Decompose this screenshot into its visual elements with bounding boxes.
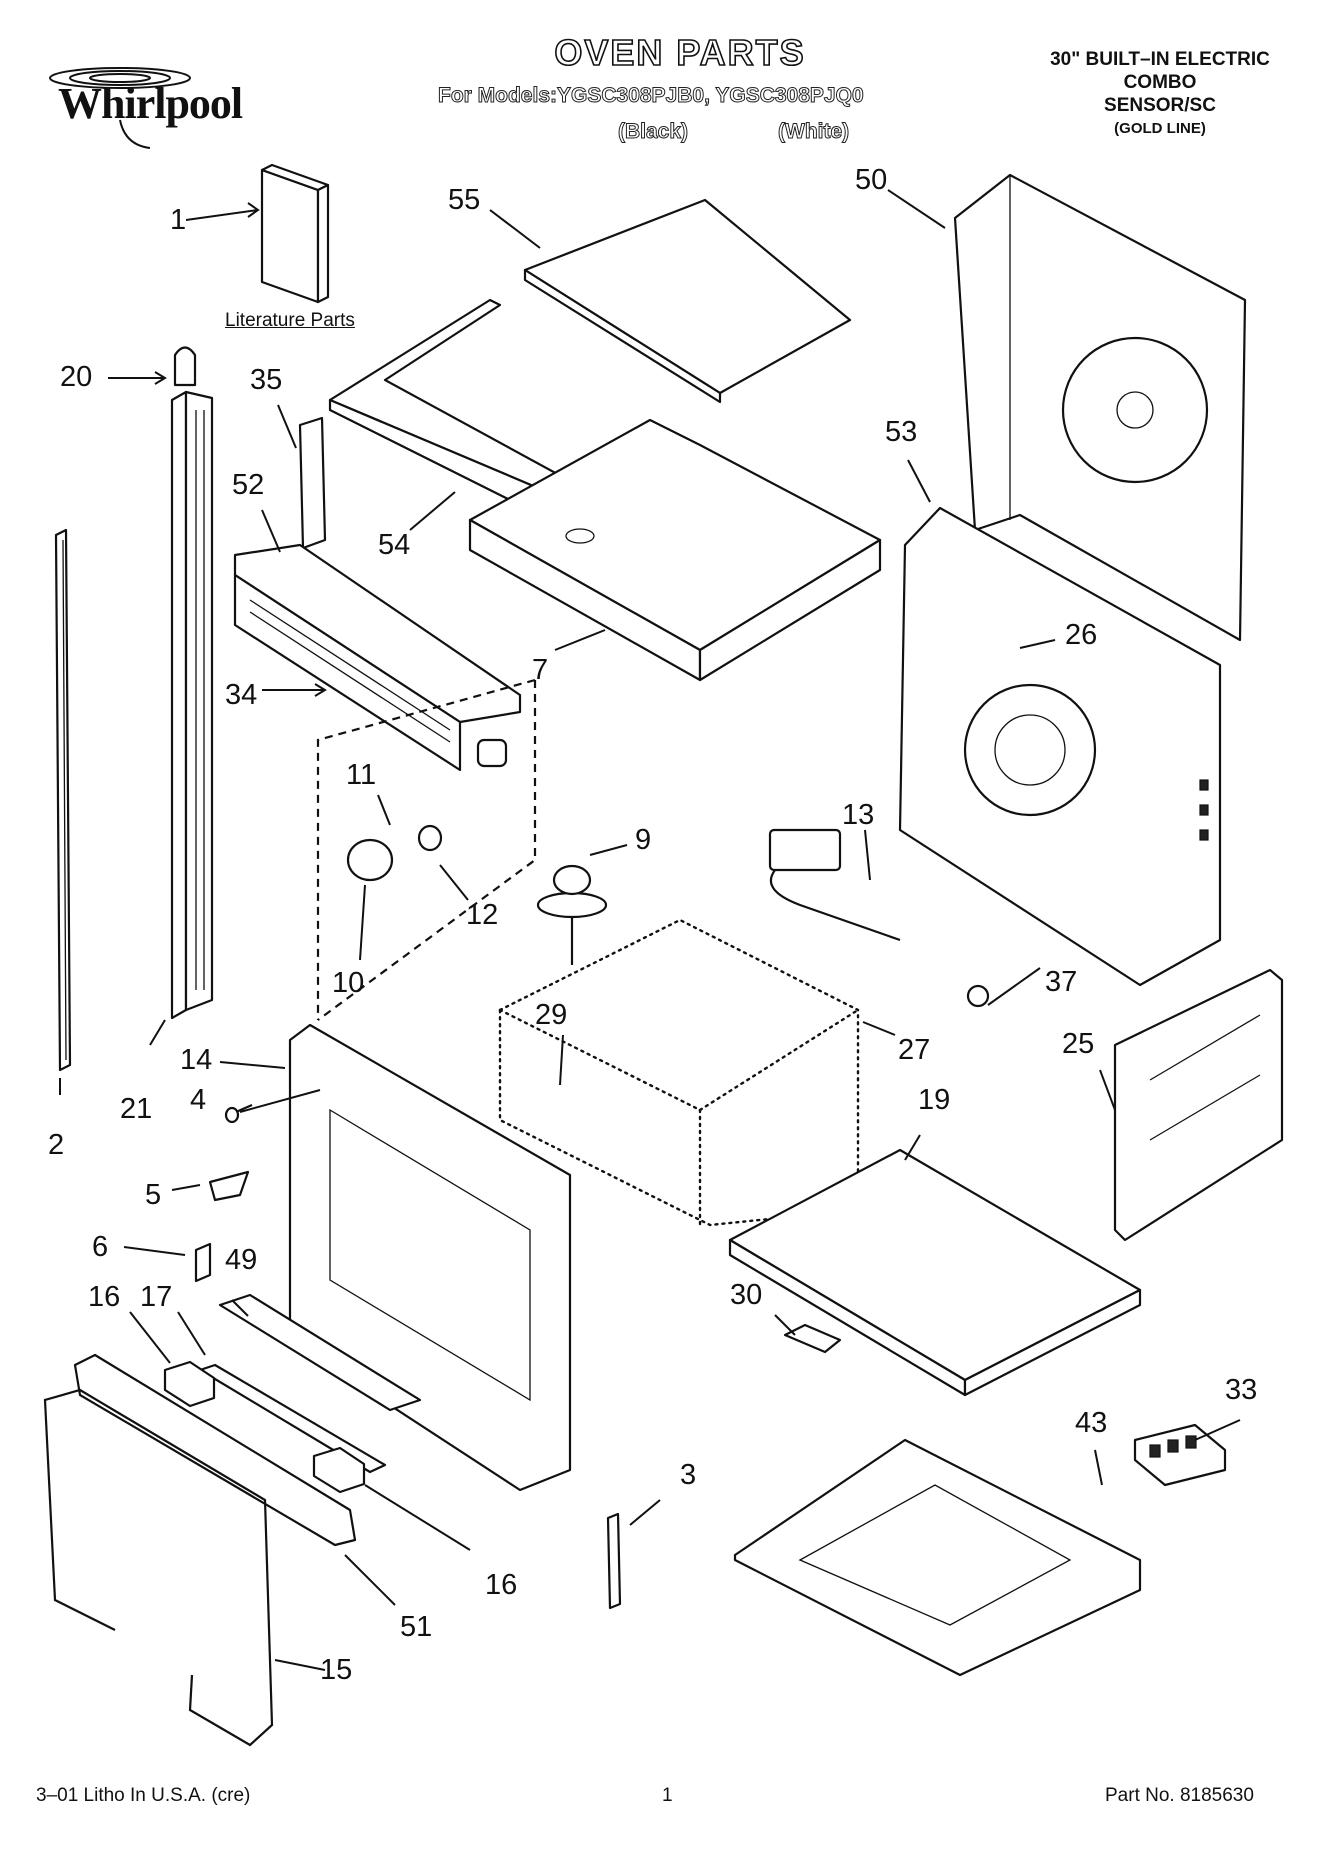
callout-6: 6 — [92, 1231, 109, 1263]
oven-top-wrapper-part — [468, 418, 882, 682]
callout-17: 17 — [140, 1281, 173, 1313]
callout-20: 20 — [60, 361, 93, 393]
callout-19: 19 — [918, 1084, 951, 1116]
callout-35: 35 — [250, 364, 283, 396]
whirlpool-swirl-logo — [49, 67, 191, 149]
callout-12: 12 — [466, 899, 499, 931]
callout-26: 26 — [1065, 619, 1098, 651]
callout-13: 13 — [842, 799, 875, 831]
page-number: 1 — [662, 1785, 673, 1806]
callout-49: 49 — [225, 1244, 258, 1276]
terminal-block-part — [1133, 1423, 1227, 1487]
callout-55: 55 — [448, 184, 481, 216]
callout-11: 11 — [346, 759, 377, 791]
callout-3: 3 — [680, 1459, 697, 1491]
vent-grille-part — [233, 543, 522, 772]
spacer-block-part-2 — [312, 1446, 366, 1494]
callout-16-left: 16 — [88, 1281, 121, 1313]
mounting-bracket-part — [208, 1170, 250, 1202]
vertical-rod-part — [54, 528, 72, 1072]
callout-15: 15 — [320, 1654, 353, 1686]
bottom-pan-part — [733, 1438, 1142, 1677]
callout-7: 7 — [532, 654, 549, 686]
door-gasket-part — [43, 1388, 274, 1747]
callout-37: 37 — [1045, 966, 1078, 998]
callout-54: 54 — [378, 529, 411, 561]
literature-parts-label: Literature Parts — [225, 310, 355, 331]
callout-33: 33 — [1225, 1374, 1258, 1406]
callout-30: 30 — [730, 1279, 763, 1311]
oven-bottom-part — [728, 1148, 1142, 1397]
model-numbers: For Models:YGSC308PJB0, YGSC308PJQ0 — [438, 84, 865, 108]
literature-booklet-part — [260, 163, 330, 304]
part-number: Part No. 8185630 — [1105, 1785, 1254, 1806]
appliance-type: 30" BUILT–IN ELECTRIC COMBO SENSOR/SC (G… — [1010, 48, 1310, 140]
convection-housing-part — [898, 506, 1222, 987]
side-trim-part — [170, 390, 214, 1020]
trim-cap-part — [173, 346, 197, 387]
callout-1: 1 — [170, 204, 187, 236]
callout-25: 25 — [1062, 1028, 1095, 1060]
callout-43: 43 — [1075, 1407, 1108, 1439]
spacer-block-part — [163, 1360, 216, 1408]
bottom-clip-part — [783, 1323, 842, 1354]
callout-4: 4 — [190, 1084, 207, 1116]
callout-51: 51 — [400, 1611, 433, 1643]
side-panel-part — [1113, 968, 1284, 1242]
callout-14: 14 — [180, 1044, 213, 1076]
broil-element-part — [768, 828, 901, 942]
callout-16-right: 16 — [485, 1569, 518, 1601]
callout-53: 53 — [885, 416, 918, 448]
oven-front-frame-part — [288, 1023, 572, 1492]
side-bracket-part — [606, 1512, 622, 1610]
footer-print-info: 3–01 Litho In U.S.A. (cre) — [36, 1785, 251, 1806]
callout-leaders — [59, 189, 1241, 1671]
oven-sensor-part — [536, 864, 608, 965]
callout-34: 34 — [225, 679, 258, 711]
callout-10: 10 — [332, 967, 365, 999]
brand-name: Whirlpool — [58, 79, 243, 128]
appliance-line-1: 30" BUILT–IN ELECTRIC — [1050, 49, 1270, 70]
vent-bracket-part — [298, 416, 327, 550]
oven-cavity-part — [498, 918, 860, 1227]
model-color-white: (White) — [777, 120, 850, 144]
page-title: OVEN PARTS — [554, 31, 806, 74]
screw-part — [224, 1103, 253, 1124]
appliance-line-4: (GOLD LINE) — [1114, 120, 1206, 137]
callout-29: 29 — [535, 999, 568, 1031]
lamp-parts — [346, 738, 508, 882]
model-color-black: (Black) — [617, 120, 689, 144]
insulation-panel-part — [523, 198, 852, 404]
callout-5: 5 — [145, 1179, 162, 1211]
seal-strip-part — [198, 1363, 387, 1474]
callout-21: 21 — [120, 1093, 153, 1125]
callout-50: 50 — [855, 164, 888, 196]
callout-27: 27 — [898, 1034, 931, 1066]
vent-trim-part — [218, 1293, 422, 1412]
appliance-line-2: COMBO — [1123, 72, 1197, 93]
front-vent-part — [73, 1353, 357, 1547]
callout-9: 9 — [635, 824, 652, 856]
thermal-fuse-part — [966, 984, 990, 1008]
clip-part — [194, 1242, 212, 1283]
light-assembly-group-box — [316, 678, 537, 1021]
callout-52: 52 — [232, 469, 265, 501]
appliance-line-3: SENSOR/SC — [1104, 95, 1216, 116]
callout-2: 2 — [48, 1129, 65, 1161]
